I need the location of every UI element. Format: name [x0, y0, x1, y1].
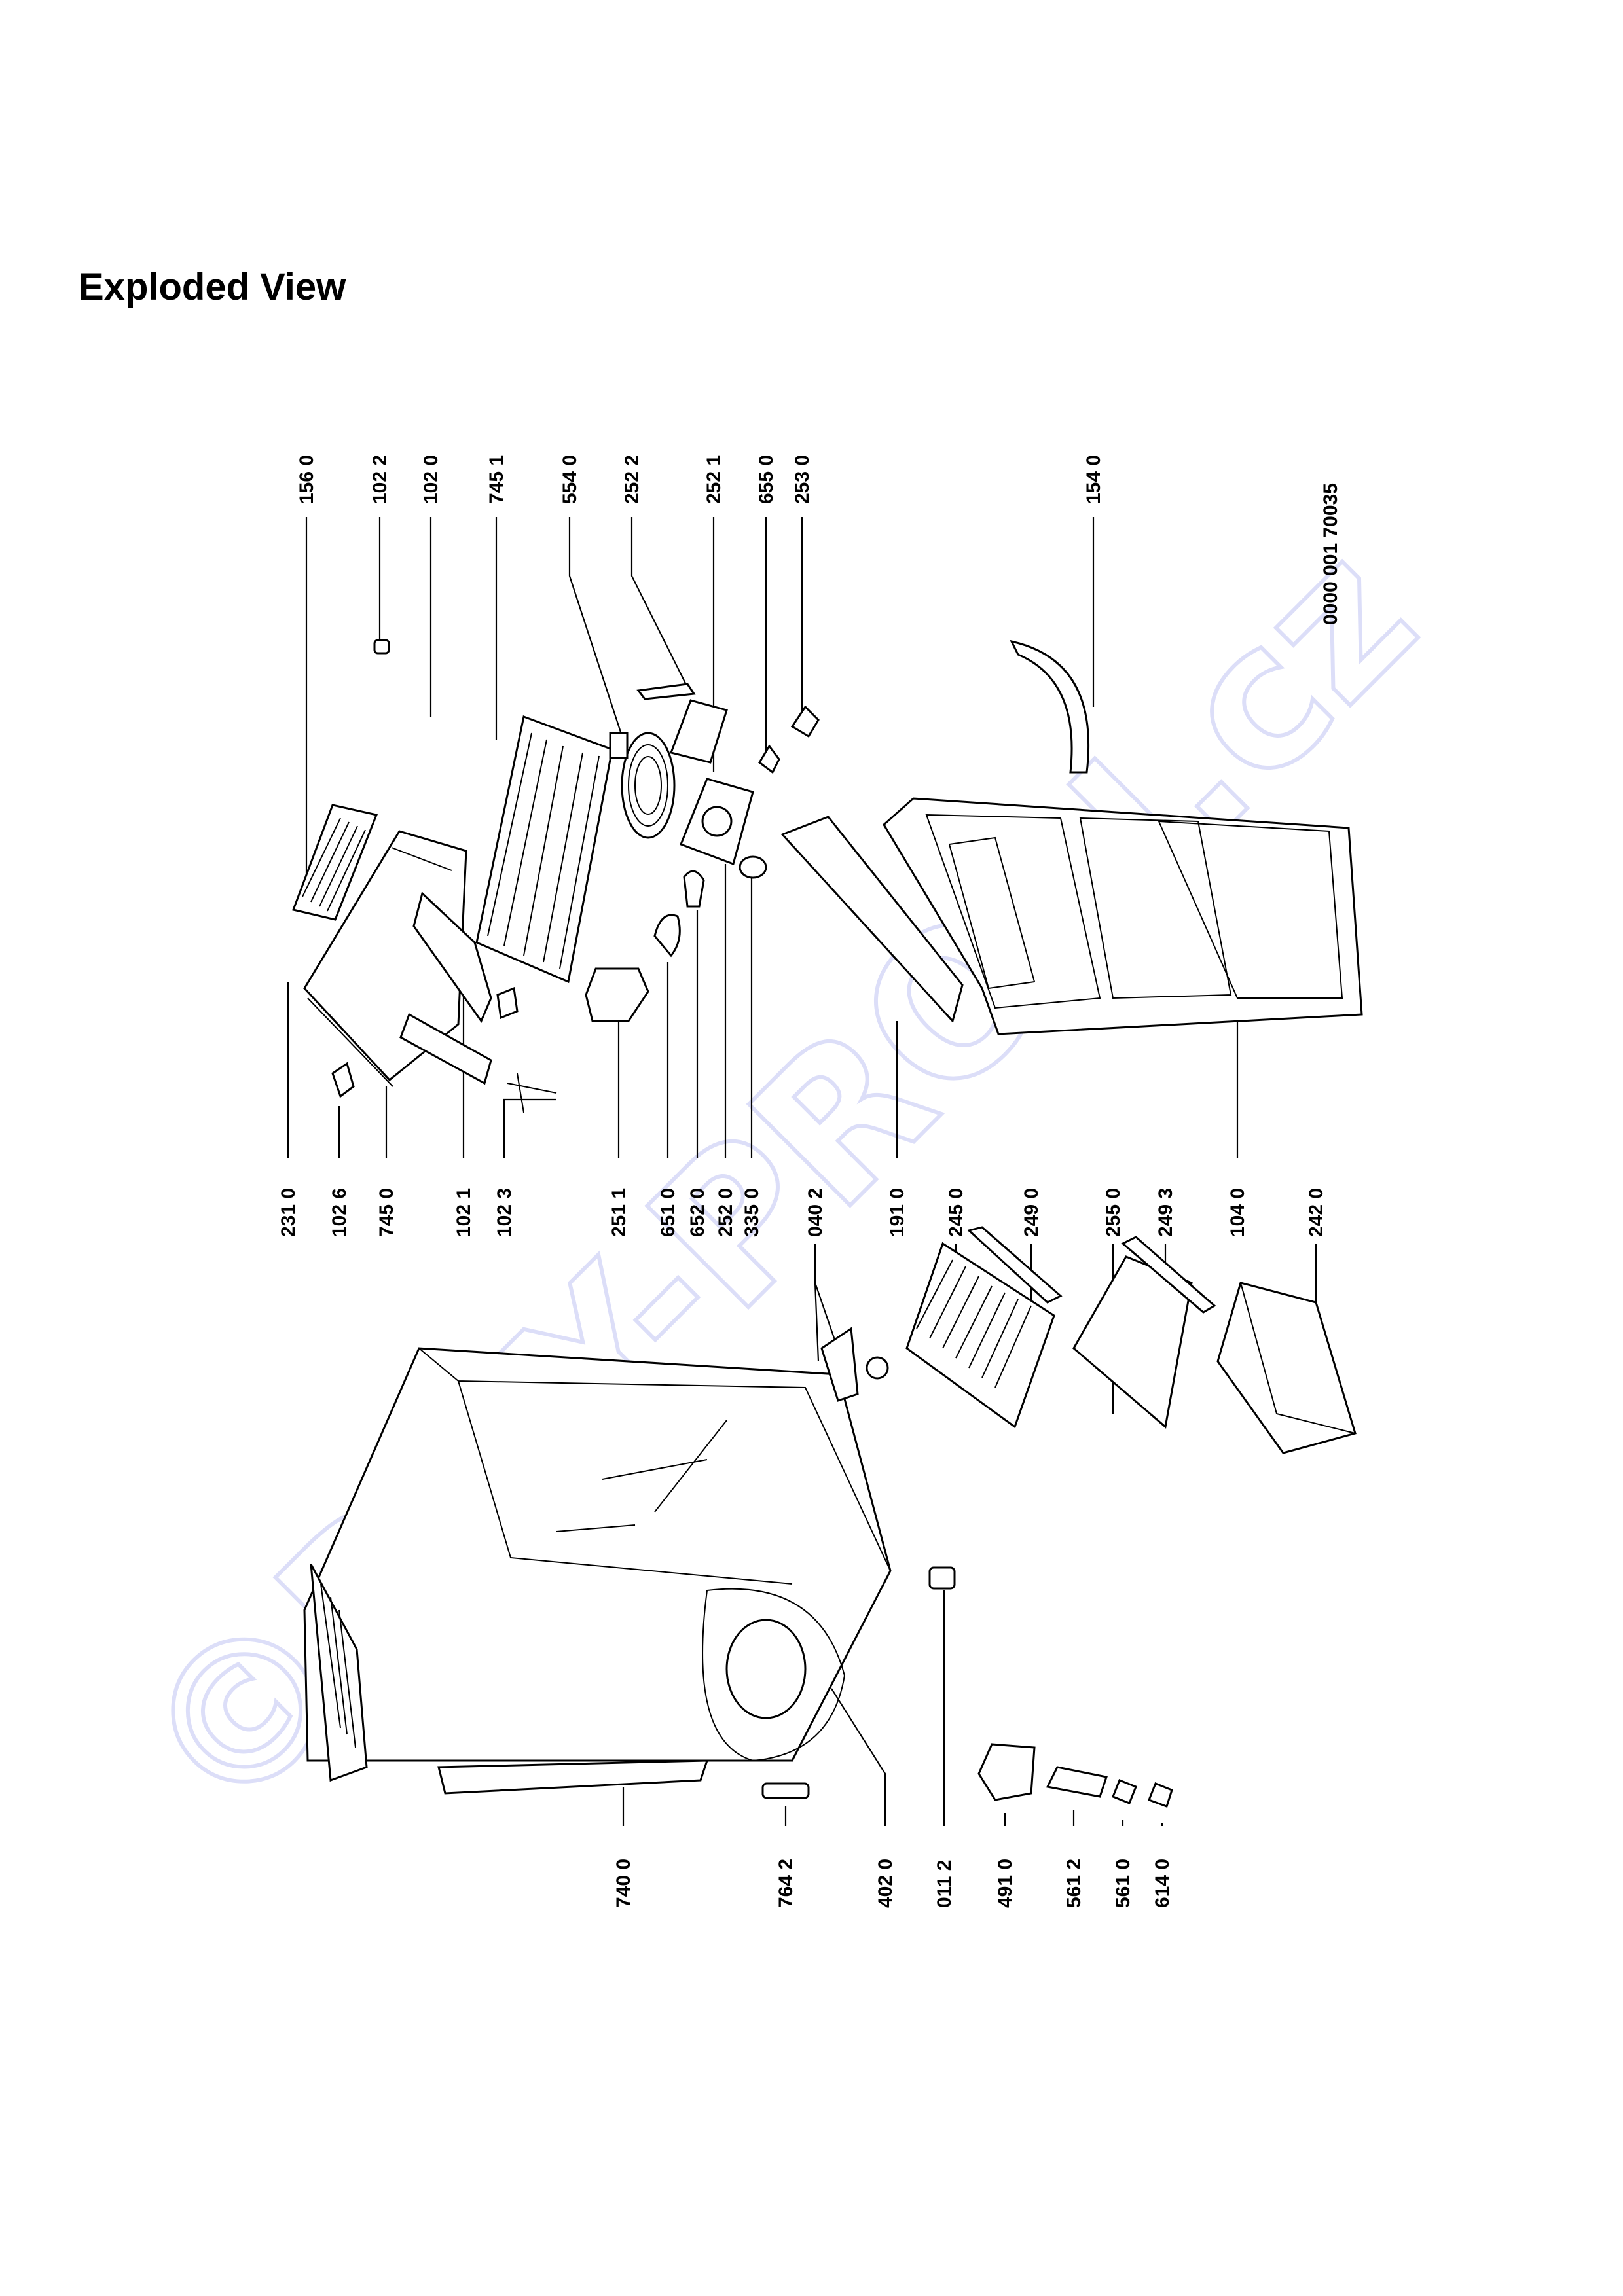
- callout-label: 011 2: [934, 1860, 955, 1908]
- document-number: 0000 001 70035: [1320, 483, 1341, 625]
- callout-label: 252 2: [621, 455, 643, 504]
- callout-label: 154 0: [1083, 455, 1104, 504]
- callout-label: 104 0: [1227, 1188, 1249, 1237]
- callout-label: 156 0: [296, 455, 318, 504]
- callout-label: 554 0: [559, 455, 581, 504]
- middle-callouts: 231 0 102 6 745 0 102 1 102 3 251 1 651 …: [278, 1188, 1327, 1237]
- callout-label: 491 0: [994, 1859, 1016, 1908]
- callout-label: 191 0: [886, 1188, 908, 1237]
- callout-label: 335 0: [741, 1188, 763, 1237]
- callout-label: 231 0: [278, 1188, 299, 1237]
- callout-label: 102 1: [453, 1188, 475, 1237]
- callout-label: 102 3: [494, 1188, 515, 1237]
- callout-label: 655 0: [756, 455, 777, 504]
- callout-label: 251 1: [608, 1188, 630, 1237]
- callout-label: 252 1: [703, 455, 725, 504]
- shelf-and-drawer-parts: [820, 1226, 1357, 1454]
- callout-label: 102 6: [329, 1188, 350, 1237]
- cabinet-parts: [303, 1347, 956, 1799]
- callout-label: 614 0: [1152, 1859, 1173, 1908]
- bottom-callouts: 740 0 764 2 402 0 011 2 491 0 561 2 561 …: [613, 1859, 1173, 1908]
- callout-label: 245 0: [945, 1188, 967, 1237]
- callout-label: 249 0: [1021, 1188, 1042, 1237]
- callout-label: 652 0: [687, 1188, 708, 1237]
- callout-label: 253 0: [792, 455, 813, 504]
- callout-label: 745 0: [376, 1188, 397, 1237]
- callout-label: 040 2: [805, 1188, 826, 1237]
- top-callouts: 156 0 102 2 102 0 745 1 554 0 252 2 252 …: [296, 455, 1341, 625]
- callout-label: 102 2: [369, 455, 391, 504]
- callout-label: 249 3: [1155, 1188, 1176, 1237]
- door-parts: [780, 639, 1363, 1035]
- callout-label: 242 0: [1305, 1188, 1327, 1237]
- callout-label: 651 0: [657, 1188, 679, 1237]
- callout-label: 255 0: [1103, 1188, 1124, 1237]
- freezer-compartment-parts: [291, 639, 613, 1113]
- callout-label: 745 1: [486, 455, 507, 504]
- callout-label: 740 0: [613, 1859, 634, 1908]
- top-leaders: [305, 517, 1095, 910]
- callout-label: 402 0: [875, 1859, 896, 1908]
- page-title: Exploded View: [79, 266, 346, 308]
- bottom-leaders: [622, 1590, 1163, 1826]
- callout-label: 561 0: [1112, 1859, 1134, 1908]
- callout-label: 102 0: [420, 455, 442, 504]
- thermostat-and-lamp-parts: [585, 683, 820, 1022]
- callout-label: 252 0: [715, 1188, 737, 1237]
- callout-label: 561 2: [1063, 1859, 1085, 1908]
- callout-label: 764 2: [775, 1859, 797, 1908]
- electrical-parts: [977, 1743, 1173, 1808]
